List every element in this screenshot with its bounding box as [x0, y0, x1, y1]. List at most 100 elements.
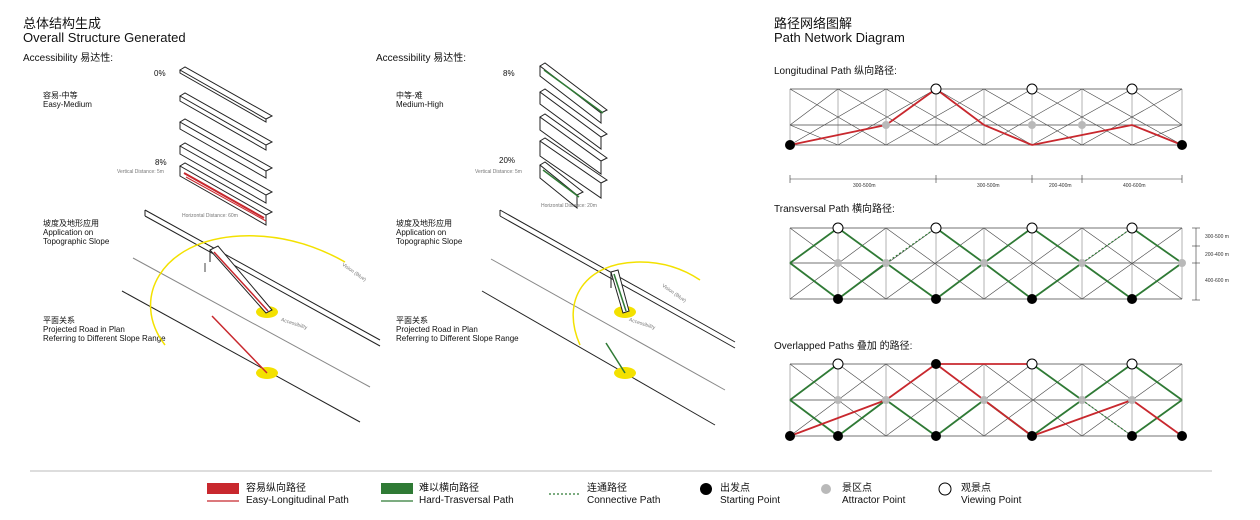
ramp-green-2b — [542, 169, 580, 198]
legend-attractor-cn: 景区点 — [842, 483, 872, 494]
transversal-green-path — [1131, 227, 1183, 264]
starting-point-node — [1177, 431, 1187, 441]
transversal-green-path — [789, 262, 839, 300]
longitudinal-red-path — [983, 124, 1033, 146]
starting-point-node — [833, 294, 843, 304]
vdim-label-2: 200-400 m — [1205, 252, 1229, 258]
level-en-1: Easy-Medium — [43, 100, 92, 109]
starting-point-node — [785, 431, 795, 441]
overlapped-red-path — [789, 399, 887, 437]
viewing-point-node — [1126, 358, 1138, 370]
transversal-green-path — [935, 227, 985, 264]
longitudinal-red-path — [1131, 124, 1183, 146]
slope-ramps-2 — [539, 62, 608, 210]
viewing-point-node — [1026, 358, 1038, 370]
attractor-point-node — [980, 396, 988, 404]
pct-top-2: 8% — [503, 69, 515, 78]
overlapped-red-path — [1131, 399, 1183, 437]
vision-arc-1 — [149, 235, 346, 346]
pct-top-1: 0% — [154, 69, 166, 78]
legend-connective-en: Connective Path — [587, 495, 661, 506]
overlapped-green-path — [1081, 363, 1133, 401]
longitudinal-dimensions — [789, 175, 1183, 183]
attractor-point-node — [882, 259, 890, 267]
dim-label-2: 300-500m — [977, 183, 1000, 189]
attractor-point-node — [1028, 121, 1036, 129]
legend-viewing-node — [938, 482, 952, 496]
horizontal-distance-1: Horizontal Distance: 60m — [182, 213, 238, 219]
plan-en1-1: Projected Road in Plan — [43, 325, 125, 334]
attractor-point-node — [1178, 259, 1186, 267]
lattice-edge — [885, 227, 985, 300]
legend-easy-cn: 容易纵向路径 — [246, 483, 306, 494]
legend-start-en: Starting Point — [720, 495, 781, 506]
viewing-point-node — [832, 222, 844, 234]
legend-start-cn: 出发点 — [720, 483, 750, 494]
level-cn-2: 中等-难 — [396, 91, 423, 100]
attractor-point-node — [1078, 121, 1086, 129]
level-cn-1: 容易-中等 — [43, 91, 78, 100]
overlapped-red-path — [1031, 399, 1133, 437]
transversal-dimensions — [1192, 227, 1200, 301]
ramp-red-1 — [183, 172, 265, 219]
attractor-point-node — [1128, 396, 1136, 404]
dim-label-4: 400-600m — [1123, 183, 1146, 189]
transversal-green-path — [983, 262, 1033, 300]
starting-point-node — [931, 294, 941, 304]
longitudinal-red-path — [1031, 124, 1133, 146]
overlapped-green-path — [1131, 363, 1183, 401]
projected-road-2 — [605, 342, 626, 374]
overlapped-red-path — [983, 399, 1033, 437]
transversal-green-path — [885, 262, 937, 300]
slope-en1-1: Application on — [43, 228, 94, 237]
attractor-point-node — [1078, 259, 1086, 267]
lattice-edge — [983, 363, 1083, 437]
longitudinal-red-path — [885, 88, 937, 126]
attractor-point-node — [882, 121, 890, 129]
slope-ramps-1 — [179, 66, 274, 226]
pct-bottom-1: 8% — [155, 158, 167, 167]
legend-viewing-en: Viewing Point — [961, 495, 1022, 506]
overlapped-green-path — [885, 399, 937, 437]
transversal-green-path — [983, 227, 1033, 264]
longitudinal-red-path — [789, 124, 887, 146]
plan-cn-1: 平面关系 — [43, 316, 75, 325]
attractor-point-node — [1078, 396, 1086, 404]
starting-point-node — [1127, 294, 1137, 304]
viewing-point-node — [1126, 222, 1138, 234]
starting-point-node — [1027, 431, 1037, 441]
slope-cn-2: 坡度及地形应用 — [396, 219, 452, 228]
vertical-distance-1: Vertical Distance: 5m — [117, 169, 164, 175]
projected-road-1 — [211, 315, 268, 374]
overlapped-green-path — [935, 399, 985, 437]
lattice-edge — [1131, 88, 1183, 126]
plan-cn-2: 平面关系 — [396, 316, 428, 325]
legend-easy-swatch — [207, 483, 239, 494]
slope-en2-2: Topographic Slope — [396, 237, 463, 246]
viewing-point-node — [1026, 222, 1038, 234]
network-title-en: Path Network Diagram — [774, 30, 905, 45]
horizontal-distance-2: Horizontal Distance: 20m — [541, 203, 597, 209]
level-en-2: Medium-High — [396, 100, 444, 109]
pillar-1 — [209, 245, 273, 314]
lattice-edge — [983, 88, 1083, 146]
overlapped-green-path — [837, 399, 887, 437]
legend-attractor-en: Attractor Point — [842, 495, 906, 506]
overlapped-label: Overlapped Paths 叠加 的路径: — [774, 341, 913, 352]
starting-point-node — [1127, 431, 1137, 441]
attractor-point-node — [834, 396, 842, 404]
legend-hard-en: Hard-Trasversal Path — [419, 495, 514, 506]
starting-point-node — [1177, 140, 1187, 150]
legend-hard-swatch — [381, 483, 413, 494]
overlapped-red-path — [935, 363, 985, 401]
vdim-label-3: 400-600 m — [1205, 278, 1229, 284]
attractor-point-node — [834, 259, 842, 267]
plan-en1-2: Projected Road in Plan — [396, 325, 478, 334]
legend-viewing-cn: 观景点 — [961, 483, 991, 494]
transversal-green-path — [789, 227, 839, 264]
longitudinal-red-path — [935, 88, 985, 126]
longitudinal-label: Longitudinal Path 纵向路径: — [774, 66, 897, 77]
viewing-point-node — [930, 222, 942, 234]
